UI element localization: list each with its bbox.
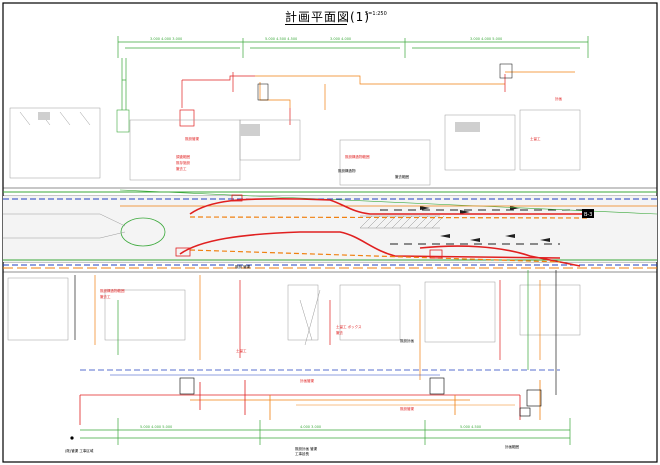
left-approach [3, 213, 126, 239]
svg-text:撤去: 撤去 [336, 330, 344, 335]
manhole-bottom-2 [429, 377, 445, 395]
svg-text:既設構造物範囲: 既設構造物範囲 [345, 154, 370, 159]
scale-label: S=1:250 [365, 11, 387, 17]
svg-text:撤去工: 撤去工 [100, 294, 111, 299]
svg-text:既設構造物: 既設構造物 [338, 168, 356, 173]
svg-text:撤去工: 撤去工 [176, 166, 187, 171]
road-surface [3, 196, 657, 262]
top-rail-box-left [116, 109, 130, 133]
south-utility-route [74, 270, 557, 395]
manhole-top-1 [179, 109, 195, 127]
vault-top [231, 194, 243, 202]
road-utility-lines [3, 189, 658, 269]
red-main-pipeline [179, 198, 590, 267]
south-black-text: 既設計画 既設 管渠 [235, 264, 414, 343]
bottom-left-legend: (既)管渠 工事区域 [65, 436, 94, 453]
manhole-bottom-4 [519, 407, 531, 417]
top-rail-text: 3.000 4.000 3.000 5.000 4.500 4.500 3.00… [150, 37, 502, 41]
svg-text:5.000 4.000 5.000: 5.000 4.000 5.000 [140, 425, 172, 429]
manhole-top-2 [257, 83, 269, 101]
manhole-bottom-3 [526, 389, 542, 407]
svg-text:3.000 4.000 5.000: 3.000 4.000 5.000 [470, 37, 502, 41]
orange-route [189, 216, 591, 263]
svg-text:土留工 ボックス: 土留工 ボックス [336, 324, 362, 329]
top-utility-route [181, 71, 575, 125]
vault-left [175, 247, 191, 257]
svg-text:3.000 4.000 3.000: 3.000 4.000 3.000 [150, 37, 182, 41]
north-center-label: 既設構造物 撤去範囲 [338, 168, 409, 179]
svg-text:既設計画: 既設計画 [400, 338, 414, 343]
svg-text:3.000 4.000: 3.000 4.000 [330, 37, 351, 41]
svg-text:撤去範囲: 撤去範囲 [395, 174, 409, 179]
svg-text:(既)管渠 工事区域: (既)管渠 工事区域 [65, 448, 94, 453]
bottom-utility-route [79, 369, 560, 425]
north-hatch-patches [38, 112, 480, 136]
bottom-rail-text: 5.000 4.000 5.000 4.000 3.000 5.000 4.50… [140, 425, 481, 429]
title-block: 計画平面図(1) S=1:250 [250, 8, 410, 28]
svg-text:土留工: 土留工 [530, 136, 541, 141]
svg-text:既設 管渠: 既設 管渠 [235, 264, 251, 269]
top-text-blocks: 既設管渠 既設構造物範囲 土留工 計画 [185, 96, 563, 159]
svg-text:既存施設: 既存施設 [176, 160, 190, 165]
median-hatch [359, 215, 445, 229]
bottom-text: 計画管渠 既設管渠 [300, 378, 414, 411]
svg-text:計画範囲: 計画範囲 [505, 444, 519, 449]
svg-text:計画: 計画 [555, 96, 563, 101]
svg-text:既設構造物範囲: 既設構造物範囲 [100, 288, 125, 293]
drawing-title: 計画平面図(1) [285, 10, 370, 24]
south-text: 既設構造物範囲 撤去工 土留工 ボックス 撤去 土留工 [100, 288, 362, 353]
left-plaza [120, 217, 166, 247]
north-buildings [9, 107, 581, 186]
title-underline [285, 24, 347, 25]
south-buildings [7, 277, 581, 346]
svg-text:既設管渠: 既設管渠 [400, 406, 414, 411]
svg-text:計画管渠: 計画管渠 [300, 378, 314, 383]
svg-text:5.000 4.500 4.500: 5.000 4.500 4.500 [265, 37, 297, 41]
svg-text:土留工: 土留工 [236, 348, 247, 353]
svg-text:既設計画 管渠: 既設計画 管渠 [295, 446, 318, 451]
svg-text:4.000 3.000: 4.000 3.000 [300, 425, 321, 429]
top-dimension-rail [117, 36, 589, 110]
bottom-right-small: 計画範囲 [505, 444, 519, 449]
bottom-black-block: 既設計画 管渠 工事延長 [295, 446, 318, 456]
lane-dashes [380, 209, 590, 245]
lane-arrows [420, 206, 550, 242]
vault-right [429, 249, 443, 259]
svg-text:調査範囲: 調査範囲 [176, 154, 190, 159]
manhole-top-3 [499, 63, 513, 79]
bottom-dimension-rail [80, 418, 571, 445]
svg-text:5.000 4.500: 5.000 4.500 [460, 425, 481, 429]
manhole-bottom-1 [179, 377, 195, 395]
north-text-block: 調査範囲 既存施設 撤去工 [176, 154, 190, 171]
right-marker-label: B-3 [584, 212, 592, 218]
svg-text:工事延長: 工事延長 [295, 451, 309, 456]
right-marker: B-3 [582, 209, 594, 218]
svg-text:既設管渠: 既設管渠 [185, 136, 199, 141]
